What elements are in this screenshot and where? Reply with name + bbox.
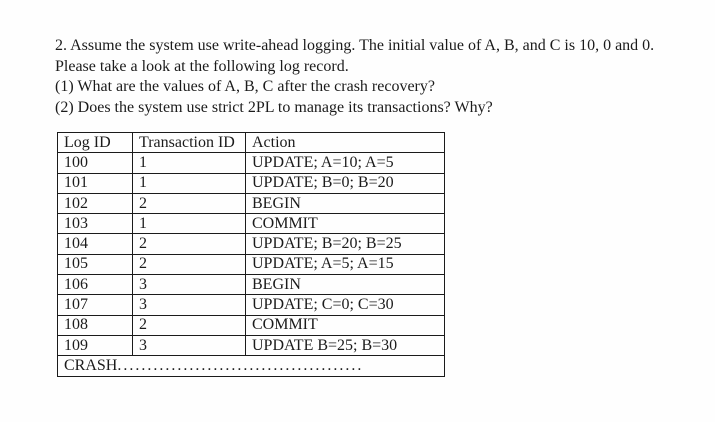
transaction-id-cell: 3 [132,274,246,296]
table-row: 107 3 UPDATE; C=0; C=30 [57,294,445,316]
table-row: 105 2 UPDATE; A=5; A=15 [57,253,445,276]
log-id-cell: 107 [57,294,133,316]
log-id-cell: 106 [57,274,133,296]
question-part-2: (2) Does the system use strict 2PL to ma… [55,98,493,116]
table-row: 108 2 COMMIT [57,314,445,336]
crash-label: CRASH [64,356,118,374]
action-cell: UPDATE; A=10; A=5 [245,152,445,174]
header-transaction-id: Transaction ID [132,131,246,154]
question-line-intro-1: 2. Assume the system use write-ahead log… [55,37,655,54]
transaction-id-cell: 1 [132,172,246,194]
question-text-block: 2. Assume the system use write-ahead log… [55,36,654,118]
crash-row: CRASH...................................… [57,355,445,377]
log-id-cell: 103 [57,213,133,235]
table-row: 104 2 UPDATE; B=20; B=25 [57,233,445,255]
log-id-cell: 101 [57,172,133,194]
table-row: 102 2 BEGIN [57,192,445,215]
action-cell: BEGIN [245,192,445,215]
transaction-id-cell: 2 [132,233,246,255]
transaction-id-cell: 2 [132,314,246,336]
transaction-id-cell: 1 [132,152,246,174]
question-part-1: (1) What are the values of A, B, C after… [55,78,435,95]
action-cell: UPDATE; C=0; C=30 [245,294,445,316]
action-cell: UPDATE; B=0; B=20 [245,172,445,194]
table-row: 106 3 BEGIN [57,274,445,296]
crash-cell: CRASH...................................… [57,355,445,377]
table-row: 100 1 UPDATE; A=10; A=5 [57,152,445,174]
action-cell: BEGIN [245,274,445,296]
log-id-cell: 102 [57,192,133,215]
action-cell: UPDATE B=25; B=30 [245,334,445,357]
table-header-row: Log ID Transaction ID Action [57,131,445,154]
log-record-table: Log ID Transaction ID Action 100 1 UPDAT… [57,131,445,377]
log-id-cell: 100 [57,152,133,174]
table-row: 109 3 UPDATE B=25; B=30 [57,334,445,357]
action-cell: UPDATE; A=5; A=15 [245,253,445,276]
crash-dots: ........................................… [117,356,364,374]
header-action: Action [245,131,445,154]
action-cell: COMMIT [245,314,445,336]
action-cell: UPDATE; B=20; B=25 [245,233,445,255]
transaction-id-cell: 2 [132,192,246,215]
transaction-id-cell: 3 [132,334,246,357]
action-cell: COMMIT [245,213,445,235]
table-row: 103 1 COMMIT [57,213,445,235]
header-log-id: Log ID [57,131,133,154]
log-id-cell: 109 [57,334,133,357]
log-id-cell: 108 [57,314,133,336]
transaction-id-cell: 2 [132,253,246,276]
log-id-cell: 104 [57,233,133,255]
log-id-cell: 105 [57,253,133,276]
question-line-intro-2: Please take a look at the following log … [55,57,349,75]
transaction-id-cell: 1 [132,213,246,235]
table-row: 101 1 UPDATE; B=0; B=20 [57,172,445,194]
transaction-id-cell: 3 [132,294,246,316]
